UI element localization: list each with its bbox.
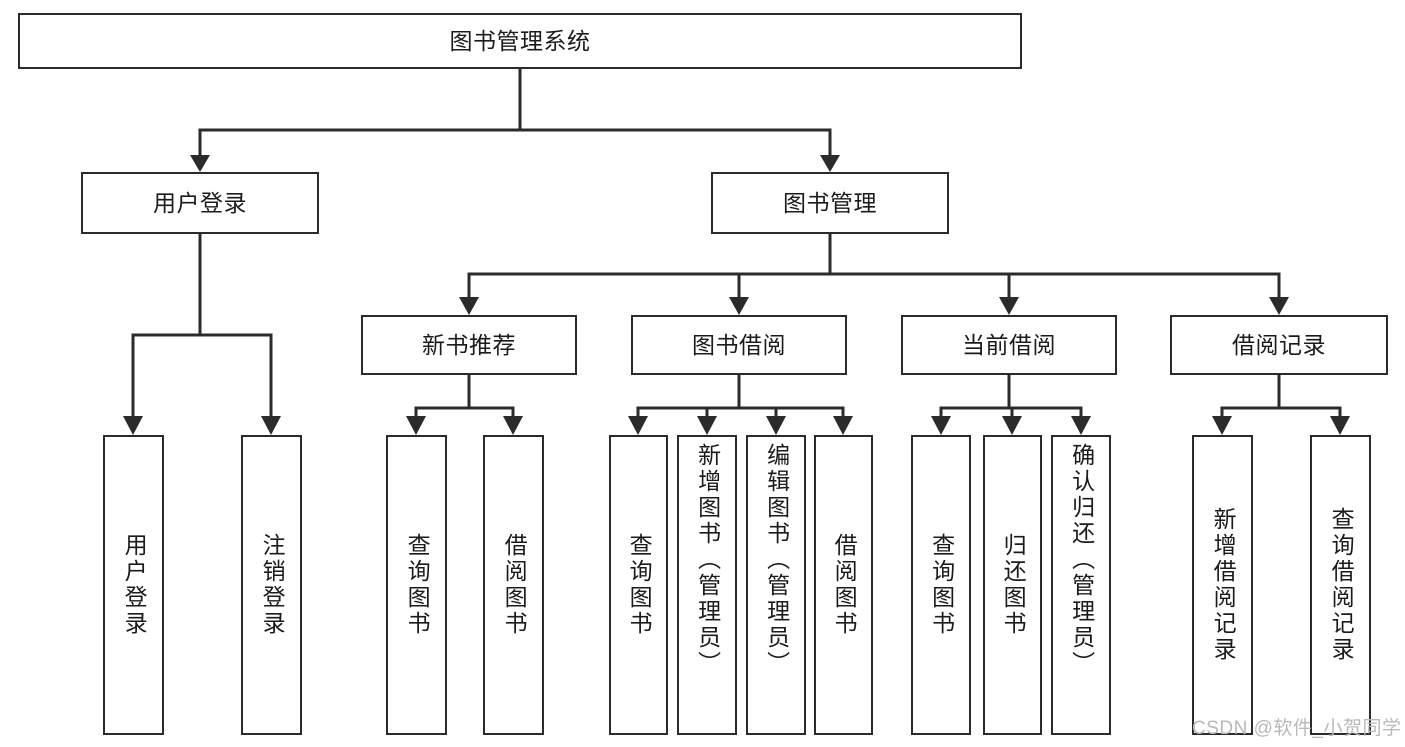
connector-group-current: [939, 373, 1083, 422]
csdn-watermark-text: CSDN @软件_小贺同学: [1192, 718, 1402, 739]
leaf-confirm-return-admin[interactable]: 确认归还（管理员）: [1051, 435, 1111, 735]
leaf-edit-book-admin[interactable]: 编辑图书（管理员）: [746, 435, 806, 735]
node-root[interactable]: 图书管理系统: [18, 13, 1022, 69]
leaf-add-borrow-record-label: 新增借阅记录: [1210, 507, 1237, 663]
node-borrow-records[interactable]: 借阅记录: [1170, 315, 1388, 375]
arrowheads-current: [931, 416, 1091, 435]
leaf-query-book-new-label: 查询图书: [404, 533, 431, 637]
leaf-logout[interactable]: 注销登录: [241, 435, 302, 735]
node-book-borrow[interactable]: 图书借阅: [631, 315, 847, 375]
connector-group-new-books: [414, 373, 515, 422]
node-new-book-recommend[interactable]: 新书推荐: [361, 315, 577, 375]
connector-group-borrow: [636, 373, 845, 422]
leaf-confirm-return-admin-label: 确认归还（管理员）: [1068, 443, 1095, 677]
leaf-query-book-current[interactable]: 查询图书: [911, 435, 971, 735]
node-current-borrow-label: 当前借阅: [962, 331, 1056, 358]
connector-group-records: [1220, 373, 1342, 422]
node-user-login-label: 用户登录: [153, 189, 247, 216]
node-root-label: 图书管理系统: [449, 27, 591, 54]
connector-group-root: [198, 67, 832, 162]
node-borrow-records-label: 借阅记录: [1232, 331, 1326, 358]
node-book-borrow-label: 图书借阅: [692, 331, 786, 358]
leaf-query-book-borrow[interactable]: 查询图书: [609, 435, 668, 735]
node-book-management[interactable]: 图书管理: [711, 172, 949, 234]
leaf-logout-label: 注销登录: [259, 533, 286, 637]
leaf-query-borrow-record-label: 查询借阅记录: [1328, 507, 1355, 663]
leaf-borrow-book[interactable]: 借阅图书: [814, 435, 873, 735]
leaf-return-book[interactable]: 归还图书: [983, 435, 1042, 735]
arrowheads-level2: [190, 155, 840, 172]
connector-group-user-login: [131, 232, 273, 422]
leaf-edit-book-admin-label: 编辑图书（管理员）: [763, 443, 790, 677]
leaf-add-book-admin-label: 新增图书（管理员）: [694, 443, 721, 677]
node-new-book-recommend-label: 新书推荐: [422, 331, 516, 358]
leaf-query-book-current-label: 查询图书: [928, 533, 955, 637]
leaf-borrow-book-new[interactable]: 借阅图书: [483, 435, 544, 735]
leaf-query-book-new[interactable]: 查询图书: [386, 435, 447, 735]
node-current-borrow[interactable]: 当前借阅: [901, 315, 1117, 375]
leaf-query-book-borrow-label: 查询图书: [626, 533, 653, 637]
leaf-query-borrow-record[interactable]: 查询借阅记录: [1310, 435, 1371, 735]
node-book-management-label: 图书管理: [783, 189, 877, 216]
leaf-return-book-label: 归还图书: [1000, 533, 1027, 637]
leaf-add-borrow-record[interactable]: 新增借阅记录: [1192, 435, 1253, 735]
leaf-borrow-book-label: 借阅图书: [831, 533, 858, 637]
arrowheads-borrow: [628, 416, 853, 435]
node-user-login[interactable]: 用户登录: [81, 172, 319, 234]
leaf-add-book-admin[interactable]: 新增图书（管理员）: [677, 435, 737, 735]
connector-group-book-mgmt: [467, 232, 1281, 302]
leaf-borrow-book-new-label: 借阅图书: [501, 533, 528, 637]
arrowheads-user-login: [123, 416, 281, 435]
leaf-user-login-label: 用户登录: [121, 533, 148, 637]
arrowheads-new-books: [406, 416, 523, 435]
leaf-user-login[interactable]: 用户登录: [103, 435, 164, 735]
arrowheads-level3: [459, 297, 1289, 315]
csdn-watermark: CSDN @软件_小贺同学: [1192, 713, 1401, 740]
arrowheads-records: [1212, 416, 1350, 435]
